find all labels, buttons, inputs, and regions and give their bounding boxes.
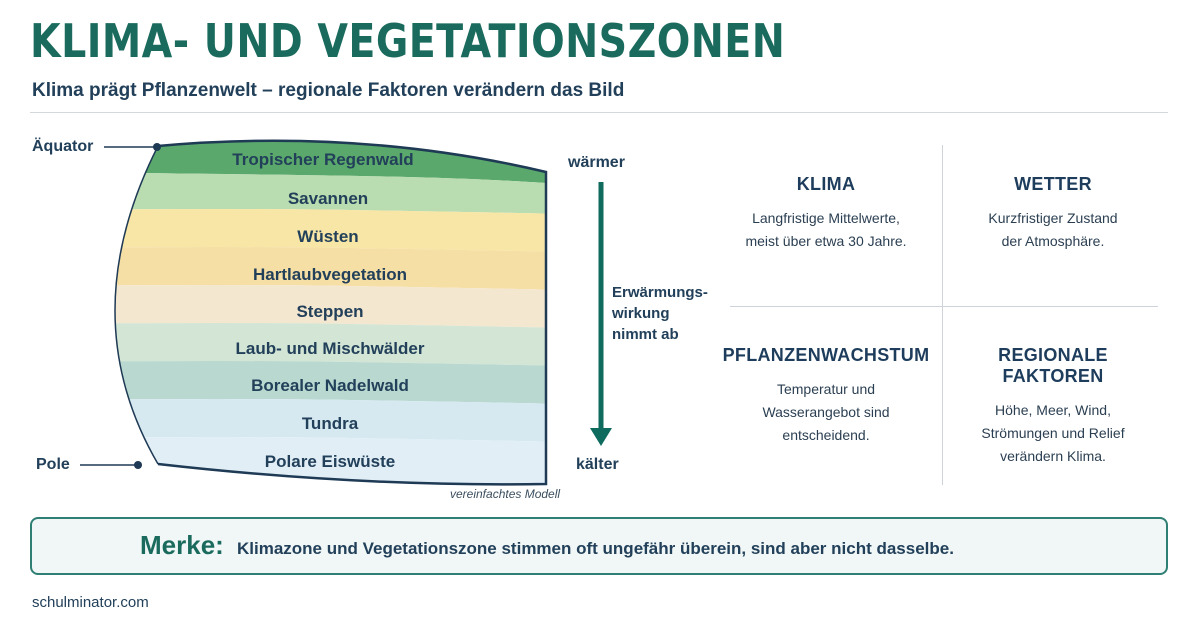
zone-band-steppen bbox=[115, 285, 546, 328]
equator-dot bbox=[153, 143, 161, 151]
effect-line-3: nimmt ab bbox=[612, 326, 679, 343]
model-note: vereinfachtes Modell bbox=[450, 487, 561, 501]
zone-band-tundra bbox=[115, 399, 546, 442]
concept-regional-title: REGIONALE FAKTOREN bbox=[998, 345, 1108, 386]
zone-label-tropischer-regenwald: Tropischer Regenwald bbox=[232, 150, 413, 169]
concept-klima-text: Langfristige Mittelwerte, meist über etw… bbox=[745, 210, 907, 249]
concept-wetter-text: Kurzfristiger Zustand der Atmosphäre. bbox=[988, 210, 1118, 249]
concept-klima-title: KLIMA bbox=[796, 174, 856, 194]
zone-band-borealer-nadelwald bbox=[115, 361, 546, 404]
concept-pflanzen-title: PFLANZENWACHSTUM bbox=[722, 345, 930, 365]
globe-edge bbox=[114, 145, 159, 465]
zone-label-hartlaubvegetation: Hartlaubvegetation bbox=[253, 265, 407, 284]
pole-label: Pole bbox=[36, 456, 70, 473]
page-title: KLIMA- UND VEGETATIONSZONEN bbox=[30, 14, 786, 68]
concept-regional-text: Höhe, Meer, Wind, Strömungen und Relief … bbox=[981, 402, 1125, 464]
effect-line-1: Erwärmungs- bbox=[612, 284, 708, 301]
merke-text: Klimazone und Vegetationszone stimmen of… bbox=[237, 539, 954, 558]
grid-horizontal-divider bbox=[730, 306, 1158, 307]
pole-dot bbox=[134, 461, 142, 469]
vegetation-zones-diagram: Tropischer Regenwald Savannen Wüsten Har… bbox=[80, 139, 548, 486]
down-arrow-icon bbox=[590, 182, 612, 446]
zone-label-savannen: Savannen bbox=[288, 189, 368, 208]
zone-label-polare-eiswueste: Polare Eiswüste bbox=[265, 452, 395, 471]
zone-outline bbox=[157, 139, 548, 486]
page-subtitle: Klima prägt Pflanzenwelt – regionale Fak… bbox=[32, 80, 625, 101]
zone-band-tropischer-regenwald bbox=[115, 140, 546, 184]
grid-vertical-divider bbox=[942, 145, 943, 485]
colder-label: kälter bbox=[576, 456, 619, 473]
footer-site: schulminator.com bbox=[32, 594, 149, 611]
zone-band-laub-mischwaelder bbox=[115, 323, 546, 366]
effect-line-2: wirkung bbox=[612, 305, 670, 322]
merke-box: Merke: Klimazone und Vegetationszone sti… bbox=[30, 517, 1168, 575]
concept-regionale-faktoren: REGIONALE FAKTOREN Höhe, Meer, Wind, Str… bbox=[946, 345, 1160, 468]
zone-label-tundra: Tundra bbox=[302, 414, 359, 433]
warmer-label: wärmer bbox=[568, 154, 625, 171]
zone-label-borealer-nadelwald: Borealer Nadelwald bbox=[251, 376, 409, 395]
zone-label-wuesten: Wüsten bbox=[297, 227, 358, 246]
concept-wetter-title: WETTER bbox=[1014, 174, 1092, 194]
equator-label: Äquator bbox=[32, 138, 94, 155]
concept-pflanzen-text: Temperatur und Wasserangebot sind entsch… bbox=[762, 381, 890, 443]
zone-band-wuesten bbox=[115, 209, 546, 252]
zone-band-hartlaubvegetation bbox=[115, 247, 546, 290]
merke-label: Merke: bbox=[140, 530, 224, 560]
title-divider bbox=[30, 112, 1168, 113]
concept-klima: KLIMA Langfristige Mittelwerte, meist üb… bbox=[719, 174, 933, 253]
warming-effect-label: Erwärmungs- wirkung nimmt ab bbox=[612, 282, 722, 345]
zone-label-laub-mischwaelder: Laub- und Mischwälder bbox=[236, 339, 425, 358]
zone-label-steppen: Steppen bbox=[296, 302, 363, 321]
concept-wetter: WETTER Kurzfristiger Zustand der Atmosph… bbox=[946, 174, 1160, 253]
concept-pflanzenwachstum: PFLANZENWACHSTUM Temperatur und Wasseran… bbox=[719, 345, 933, 447]
zone-band-savannen bbox=[115, 172, 546, 214]
